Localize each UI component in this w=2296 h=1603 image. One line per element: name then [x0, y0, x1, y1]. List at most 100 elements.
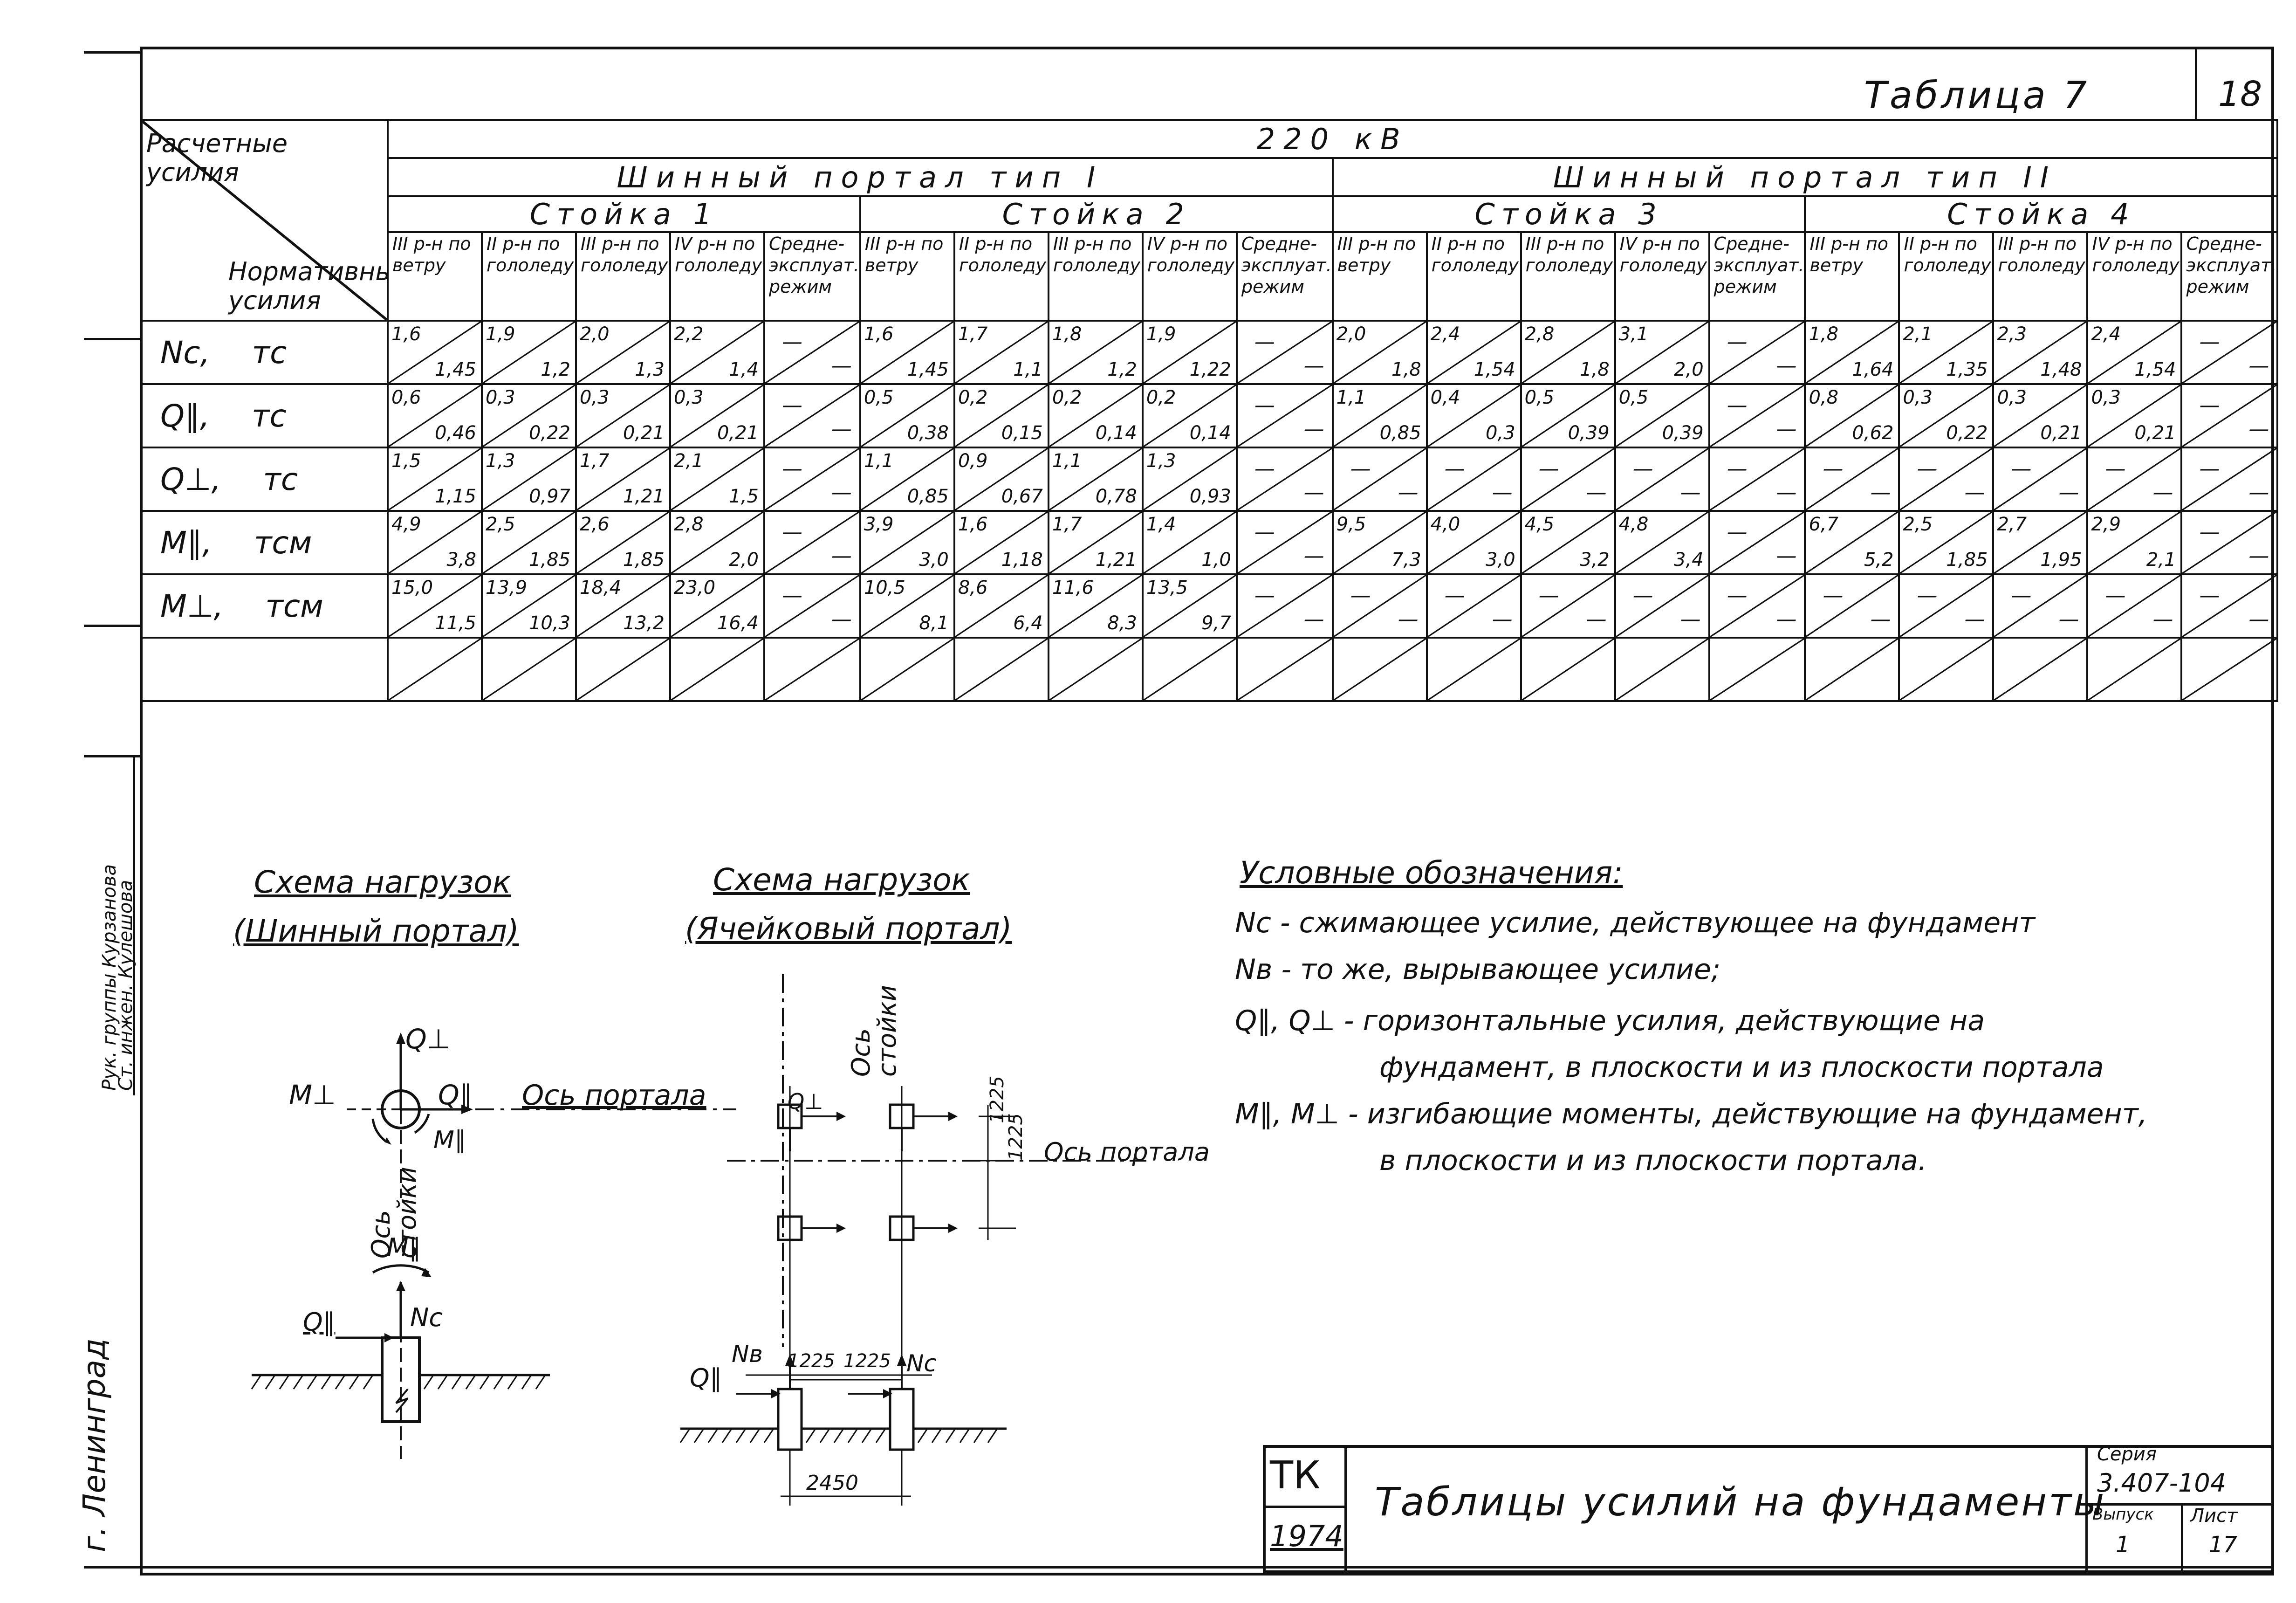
legend-line-1: Nс - сжимающее усилие, действующее на фу…: [1235, 907, 2036, 939]
calc-value: 0,2: [1146, 387, 1176, 408]
portal-1-header: Шинный портал тип I: [387, 157, 1334, 197]
norm-value: 1,45: [434, 359, 476, 380]
corner-bottom-label: Нормативные усилия: [228, 257, 386, 315]
calc-value: —: [2199, 393, 2220, 417]
column-header: II р-н по гололеду: [481, 231, 577, 322]
column-header: IV р-н по гололеду: [1141, 231, 1238, 322]
empty-cell: [575, 637, 671, 702]
row-label: M⊥,тсм: [140, 573, 389, 639]
table-cell: ——: [763, 510, 861, 575]
calc-value: 4,9: [391, 514, 421, 535]
norm-value: 0,14: [1189, 422, 1231, 444]
norm-value: 7,3: [1391, 549, 1421, 571]
calc-value: 6,7: [1809, 514, 1839, 535]
scheme-1-q-par: Q∥: [438, 1079, 473, 1111]
norm-value: —: [1776, 544, 1797, 568]
scheme-1-q-par-2: Q∥: [303, 1307, 336, 1337]
margin-tick: [84, 755, 140, 757]
calc-value: 3,1: [1618, 323, 1649, 345]
table-cell: ——: [1426, 447, 1522, 512]
table-cell: ——: [1992, 573, 2089, 639]
calc-value: 2,4: [1430, 323, 1460, 345]
norm-value: —: [831, 417, 852, 441]
norm-value: 8,3: [1107, 612, 1137, 634]
row-unit: тс: [252, 334, 287, 371]
calc-value: —: [2011, 457, 2032, 481]
table-cell: ——: [1235, 383, 1334, 448]
norm-value: —: [2058, 607, 2079, 631]
column-header: III р-н по ветру: [1804, 231, 1900, 322]
calc-value: —: [1538, 457, 1559, 481]
scheme-2-dim-1225b: 1225: [1005, 1113, 1027, 1161]
norm-value: —: [1303, 417, 1324, 441]
norm-value: 0,22: [528, 422, 570, 444]
norm-value: 1,0: [1201, 549, 1231, 571]
calc-value: —: [2199, 330, 2220, 354]
calc-value: 0,5: [1524, 387, 1555, 408]
calc-value: 0,5: [864, 387, 894, 408]
column-header: II р-н по гололеду: [1898, 231, 1994, 322]
calc-value: —: [1444, 457, 1465, 481]
calc-value: —: [782, 330, 802, 354]
calc-value: 0,8: [1809, 387, 1839, 408]
calc-value: 1,5: [391, 450, 421, 472]
calc-value: 2,6: [580, 514, 610, 535]
norm-value: 1,2: [1107, 359, 1137, 380]
column-header: II р-н по гололеду: [953, 231, 1049, 322]
calc-value: 2,5: [486, 514, 515, 535]
norm-value: 10,3: [528, 612, 570, 634]
calc-value: 2,1: [674, 450, 704, 472]
table-cell: ——: [1708, 383, 1806, 448]
table-cell: ——: [1992, 447, 2089, 512]
norm-value: 0,14: [1095, 422, 1137, 444]
table-cell: ——: [1804, 447, 1900, 512]
calc-value: —: [1727, 393, 1748, 417]
table-cell: ——: [1708, 447, 1806, 512]
norm-value: 1,95: [2040, 549, 2082, 571]
calc-value: —: [2105, 584, 2126, 607]
norm-value: 1,5: [729, 486, 759, 507]
norm-value: —: [2248, 607, 2269, 631]
calc-value: 1,6: [958, 514, 988, 535]
empty-cell: [387, 637, 483, 702]
calc-value: 0,5: [1618, 387, 1649, 408]
norm-value: —: [1964, 607, 1985, 631]
norm-value: 0,15: [1001, 422, 1043, 444]
norm-value: 3,0: [1486, 549, 1515, 571]
table-cell: ——: [1898, 573, 1994, 639]
legend-line-6: в плоскости и из плоскости портала.: [1379, 1144, 1927, 1177]
table-cell: ——: [1804, 573, 1900, 639]
row-symbol: Nс,: [160, 334, 210, 371]
calc-value: 2,8: [1524, 323, 1555, 345]
column-header: Средне-эксплуат. режим: [763, 231, 861, 322]
norm-value: 3,4: [1674, 549, 1704, 571]
norm-value: 1,64: [1852, 359, 1894, 380]
norm-value: —: [1398, 607, 1419, 631]
drawing-title: Таблицы усилий на фундаменты: [1375, 1479, 2106, 1525]
table-cell: ——: [763, 447, 861, 512]
column-header: II р-н по гололеду: [1426, 231, 1522, 322]
norm-value: 1,3: [635, 359, 665, 380]
stand-4-header: Стойка 4: [1804, 195, 2279, 233]
norm-value: 0,39: [1662, 422, 1704, 444]
calc-value: 2,8: [674, 514, 704, 535]
drawing-frame: [140, 47, 2274, 1575]
